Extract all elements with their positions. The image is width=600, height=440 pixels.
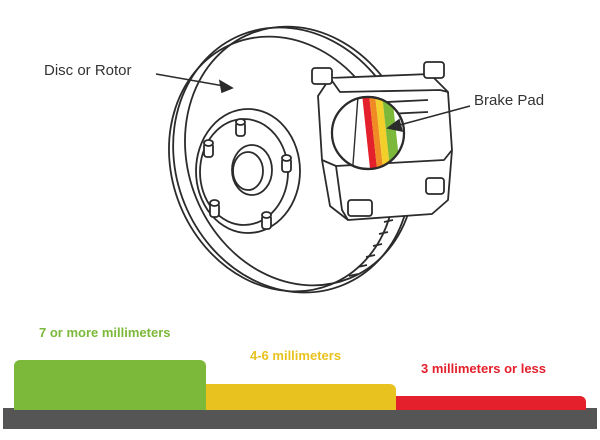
base-plate — [3, 408, 597, 429]
pad-stripe-red — [362, 97, 378, 169]
rotor-label: Disc or Rotor — [44, 62, 132, 79]
rotor-callout-arrow — [155, 73, 234, 94]
level-label-medium: 4-6 millimeters — [250, 348, 342, 363]
brake-pad-label: Brake Pad — [474, 92, 545, 109]
hub-icon — [195, 108, 301, 234]
pad-stripe-yellow — [375, 97, 391, 169]
pad-stripe-orange — [369, 97, 384, 169]
pad-callout-arrow — [386, 105, 471, 133]
level-label-thin: 3 millimeters or less — [421, 361, 547, 376]
lug-stud-icon — [235, 118, 246, 137]
thickness-bar-medium — [206, 384, 396, 410]
thickness-bar-thin — [396, 396, 586, 410]
level-label-thick: 7 or more millimeters — [39, 325, 171, 340]
thickness-bar-thick — [14, 360, 206, 410]
